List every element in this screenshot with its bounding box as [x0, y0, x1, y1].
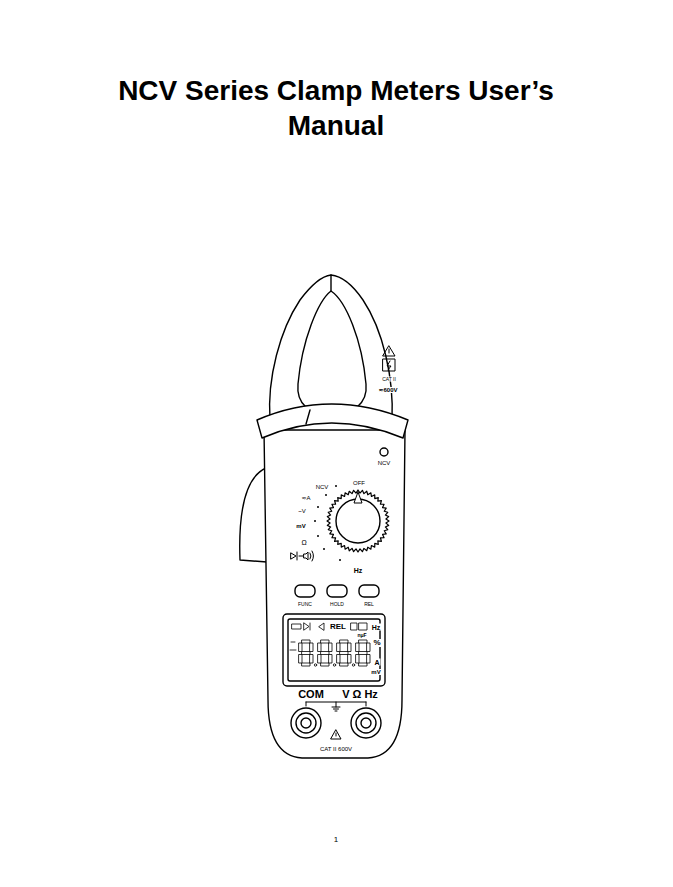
rel-button — [359, 585, 379, 597]
digit-segment — [356, 655, 359, 664]
digit-segment — [329, 655, 332, 664]
dial-gear — [327, 490, 389, 552]
digit-segment — [337, 655, 340, 664]
digit-segment — [310, 643, 313, 652]
warning-triangle — [331, 730, 341, 739]
digit-segment — [302, 652, 310, 655]
display-bezel — [283, 614, 385, 686]
rotary-dial — [314, 485, 389, 561]
dial-dot — [325, 494, 327, 496]
lcd-indicator: mV — [370, 669, 381, 675]
lcd-indicator: nμF — [356, 633, 367, 638]
dial-dot — [314, 520, 316, 522]
dial-dot — [323, 548, 325, 550]
manual-title: NCV Series Clamp Meters User’s Manual — [116, 73, 556, 143]
shock-symbol — [383, 359, 395, 371]
jaw-opening — [298, 291, 366, 415]
jaw-split — [330, 275, 331, 291]
decimal-point — [333, 664, 335, 666]
lcd-indicator: % — [372, 639, 381, 647]
com-jack — [301, 718, 311, 728]
dial-position: OFF — [352, 480, 366, 486]
digit-segment — [337, 643, 340, 652]
warning-triangle — [336, 733, 337, 736]
page-number: 1 — [333, 836, 339, 844]
hand-guard — [257, 404, 408, 438]
lcd-indicator: Hz — [371, 624, 382, 631]
digit-segment — [329, 643, 332, 652]
hold-button — [327, 585, 347, 597]
trigger — [240, 468, 267, 562]
digit-segment — [367, 643, 370, 652]
com-jack — [291, 708, 321, 738]
dial-position: ~V — [297, 508, 307, 514]
digit-segment — [348, 655, 351, 664]
ncv-led — [380, 448, 388, 456]
digit-segment — [359, 640, 367, 643]
diode-symbol — [291, 551, 314, 561]
input-jack — [356, 713, 376, 733]
lcd-digits — [299, 640, 370, 666]
digit-segment — [356, 643, 359, 652]
digit-segment — [321, 640, 329, 643]
dial-position: NCV — [315, 484, 330, 490]
decimal-point — [352, 664, 354, 666]
dial-dot — [317, 535, 319, 537]
dial-position: Ω — [300, 539, 307, 546]
digit-segment — [302, 640, 310, 643]
rating-mark: CAT II 600V — [319, 746, 353, 752]
digit-segment — [340, 640, 348, 643]
terminal-label: COM — [297, 689, 325, 700]
digit-segment — [321, 663, 329, 666]
dial-position: Hz — [353, 567, 364, 574]
digit-segment — [321, 652, 329, 655]
digit-segment — [299, 655, 302, 664]
meter-body — [264, 430, 405, 758]
button-label: REL — [363, 602, 375, 607]
ground-symbol — [306, 702, 366, 711]
digit-segment — [299, 643, 302, 652]
led-label: NCV — [377, 460, 392, 466]
terminal-label: V Ω Hz — [341, 689, 379, 700]
dial-dot — [317, 506, 319, 508]
button-label: FUNC — [297, 602, 313, 607]
shock-symbol — [387, 361, 391, 370]
lcd-indicator: REL — [329, 623, 347, 631]
dial-position: ≂A — [300, 495, 311, 501]
digit-segment — [302, 663, 310, 666]
digit-segment — [340, 652, 348, 655]
digit-segment — [359, 663, 367, 666]
digit-segment — [310, 655, 313, 664]
digit-segment — [367, 655, 370, 664]
lcd-indicator: A — [373, 659, 380, 666]
digit-segment — [318, 643, 321, 652]
dial-pointer — [354, 492, 362, 503]
warning-triangle — [389, 349, 390, 353]
digit-segment — [348, 643, 351, 652]
digit-segment — [359, 652, 367, 655]
decimal-point — [314, 664, 316, 666]
rating-mark: CAT II — [381, 377, 397, 382]
digit-segment — [318, 655, 321, 664]
input-jack — [361, 718, 371, 728]
input-jack — [351, 708, 381, 738]
lcd-screen — [288, 619, 380, 681]
clamp-jaw — [270, 275, 393, 420]
warning-triangle — [383, 346, 395, 356]
dial-dot — [335, 485, 337, 487]
dial-dot — [339, 559, 341, 561]
dial-knob — [336, 499, 380, 543]
digit-segment — [340, 663, 348, 666]
func-button — [295, 585, 315, 597]
button-label: HOLD — [329, 602, 345, 607]
jaw-split — [306, 410, 310, 424]
rating-mark: ≂600V — [377, 387, 398, 393]
dial-position: mV — [295, 523, 306, 529]
com-jack — [296, 713, 316, 733]
